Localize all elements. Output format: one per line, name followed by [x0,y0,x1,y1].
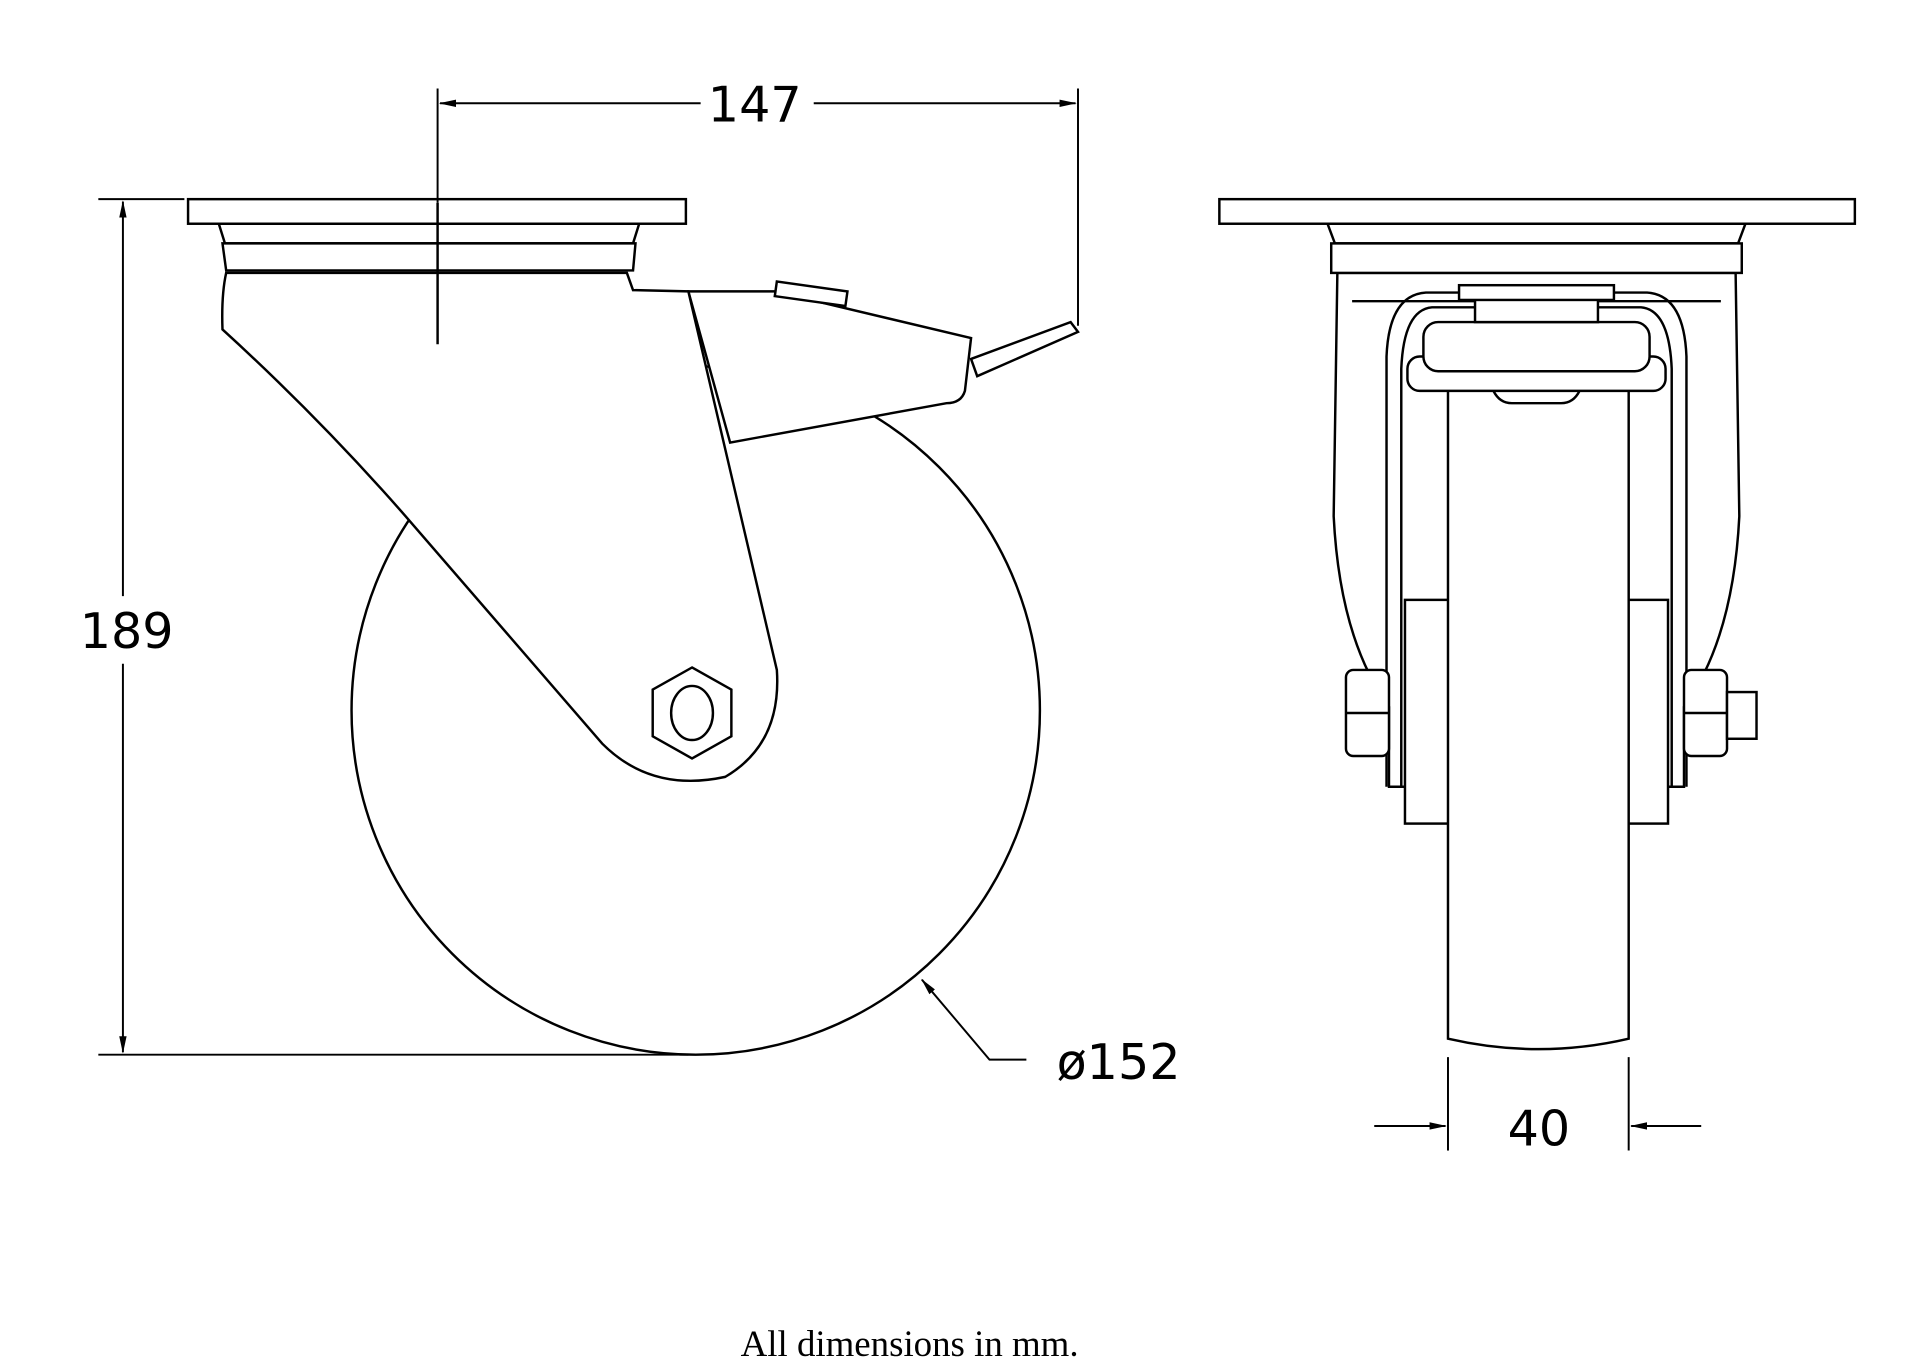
dimension-height: 189 [80,198,689,1056]
swivel-taper-front [1325,222,1748,245]
brake-pedal [969,320,1080,378]
offset-label: 147 [708,76,802,134]
dimension-diameter: ø152 [921,978,1181,1091]
brake-housing [686,290,973,444]
dimension-offset: 147 [436,76,1079,326]
side-view [186,197,1080,1056]
width-label: 40 [1508,1100,1571,1158]
fork-side [221,271,779,783]
swivel-taper [217,222,641,245]
dimension-width: 40 [1374,1057,1702,1158]
wheel-front [1446,379,1630,1051]
swivel-ring [221,242,637,272]
height-label: 189 [80,602,174,660]
front-view [1218,197,1857,1051]
caption: All dimensions in mm. [741,1323,1079,1362]
top-plate-front [1218,197,1857,225]
swivel-ring-front [1329,242,1743,275]
axle-bolt [669,684,715,742]
axle-end [1725,690,1758,741]
brake-tab [773,280,849,308]
diameter-label: ø152 [1057,1033,1181,1091]
